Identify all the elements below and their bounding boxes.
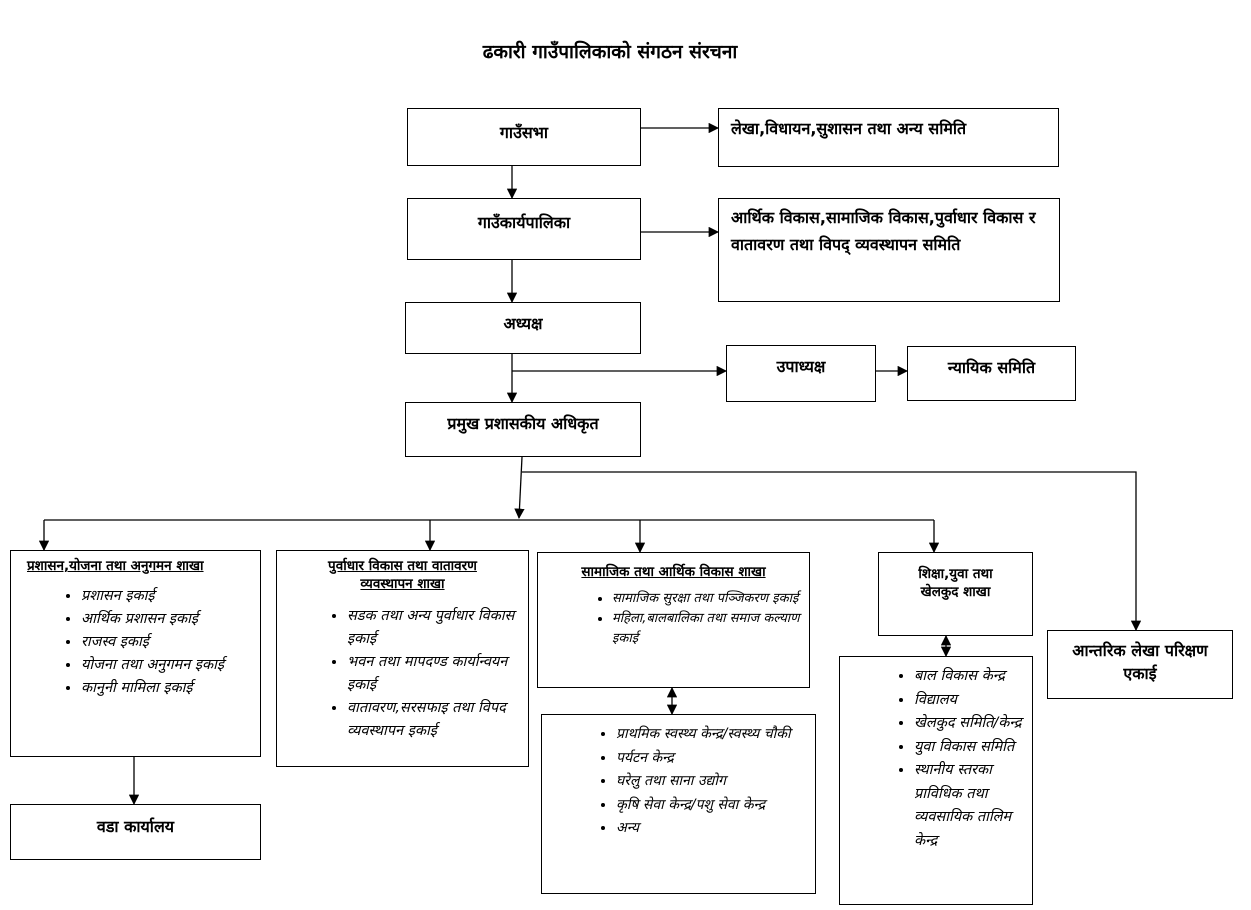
line-cao-to-audit [522, 471, 1142, 632]
bikas-samiti-box: आर्थिक विकास,सामाजिक विकास,पुर्वाधार विक… [718, 198, 1060, 302]
audit-box: आन्तरिक लेखा परिक्षण एकाई [1047, 630, 1233, 699]
gaunsabha-label: गाउँसभा [499, 123, 549, 142]
branch-admin-box: प्रशासन,योजना तथा अनुगमन शाखा प्रशासन इक… [10, 550, 261, 757]
list-item: योजना तथा अनुगमन इकाई [81, 654, 260, 677]
list-item: विद्यालय [914, 689, 1032, 713]
list-item: पर्यटन केन्द्र [616, 747, 815, 771]
list-item: सामाजिक सुरक्षा तथा पञ्जिकरण इकाई [612, 589, 809, 609]
cao-box: प्रमुख प्रशासकीय अधिकृत [405, 402, 641, 457]
list-item: आर्थिक प्रशासन इकाई [81, 608, 260, 631]
list-item: भवन तथा मापदण्ड कार्यान्वयन इकाई [347, 651, 528, 697]
list-item: बाल विकास केन्द्र [914, 665, 1032, 689]
list-item: सडक तथा अन्य पुर्वाधार विकास इकाई [347, 605, 528, 651]
list-item: कृषि सेवा केन्द्र/पशु सेवा केन्द्र [616, 794, 815, 818]
list-item: कानुनी मामिला इकाई [81, 677, 260, 700]
line-cao-down [514, 456, 525, 520]
nyayik-label: न्यायिक समिति [947, 358, 1036, 377]
cao-label: प्रमुख प्रशासकीय अधिकृत [447, 414, 599, 433]
branch-admin-heading: प्रशासन,योजना तथा अनुगमन शाखा [27, 558, 204, 574]
branch-infrastructure-box: पुर्वाधार विकास तथा वातावरण व्यवस्थापन श… [276, 550, 529, 767]
branch-education-box: शिक्षा,युवा तथा खेलकुद शाखा [878, 552, 1033, 636]
list-item: अन्य [616, 817, 815, 841]
social-units-list: प्राथमिक स्वस्थ्य केन्द्र/स्वस्थ्य चौकी … [542, 723, 815, 841]
list-item: महिला,बालबालिका तथा समाज कल्याण इकाई [612, 609, 809, 649]
list-item: घरेलु तथा साना उद्योग [616, 770, 815, 794]
branch-admin-list: प्रशासन इकाई आर्थिक प्रशासन इकाई राजस्व … [11, 585, 260, 700]
education-units-list: बाल विकास केन्द्र विद्यालय खेलकुद समिति/… [840, 665, 1032, 853]
list-item: खेलकुद समिति/केन्द्र [914, 712, 1032, 736]
karyapalika-box: गाउँकार्यपालिका [407, 198, 641, 260]
lekha-samiti-box: लेखा,विधायन,सुशासन तथा अन्य समिति [718, 108, 1059, 167]
adhyaksha-box: अध्यक्ष [405, 302, 641, 354]
adhyaksha-label: अध्यक्ष [503, 314, 543, 333]
list-item: स्थानीय स्तरका प्राविधिक तथा व्यवसायिक त… [914, 759, 1032, 853]
list-item: प्रशासन इकाई [81, 585, 260, 608]
branch-social-list: सामाजिक सुरक्षा तथा पञ्जिकरण इकाई महिला,… [538, 589, 809, 649]
bikas-samiti-label: आर्थिक विकास,सामाजिक विकास,पुर्वाधार विक… [731, 208, 1036, 254]
upadhyaksha-box: उपाध्यक्ष [726, 345, 876, 402]
branch-education-heading: शिक्षा,युवा तथा खेलकुद शाखा [918, 566, 993, 600]
list-item: प्राथमिक स्वस्थ्य केन्द्र/स्वस्थ्य चौकी [616, 723, 815, 747]
branch-infrastructure-list: सडक तथा अन्य पुर्वाधार विकास इकाई भवन तथ… [277, 605, 528, 743]
gaunsabha-box: गाउँसभा [407, 108, 641, 166]
page-title: ढकारी गाउँपालिकाको संगठन संरचना [482, 41, 738, 63]
ward-label: वडा कार्यालय [96, 817, 175, 836]
karyapalika-label: गाउँकार्यपालिका [477, 213, 571, 232]
upadhyaksha-label: उपाध्यक्ष [776, 357, 826, 376]
list-item: वातावरण,सरसफाइ तथा विपद व्यवस्थापन इकाई [347, 697, 528, 743]
branch-social-heading: सामाजिक तथा आर्थिक विकास शाखा [581, 564, 766, 580]
social-units-box: प्राथमिक स्वस्थ्य केन्द्र/स्वस्थ्य चौकी … [541, 714, 816, 894]
audit-label: आन्तरिक लेखा परिक्षण एकाई [1072, 641, 1208, 683]
ward-box: वडा कार्यालय [10, 804, 261, 860]
branch-social-box: सामाजिक तथा आर्थिक विकास शाखा सामाजिक सु… [537, 552, 810, 688]
lekha-samiti-label: लेखा,विधायन,सुशासन तथा अन्य समिति [731, 119, 967, 138]
branch-infrastructure-heading: पुर्वाधार विकास तथा वातावरण व्यवस्थापन श… [328, 558, 477, 592]
education-units-box: बाल विकास केन्द्र विद्यालय खेलकुद समिति/… [839, 656, 1033, 905]
list-item: युवा विकास समिति [914, 736, 1032, 760]
nyayik-box: न्यायिक समिति [907, 346, 1076, 401]
list-item: राजस्व इकाई [81, 631, 260, 654]
